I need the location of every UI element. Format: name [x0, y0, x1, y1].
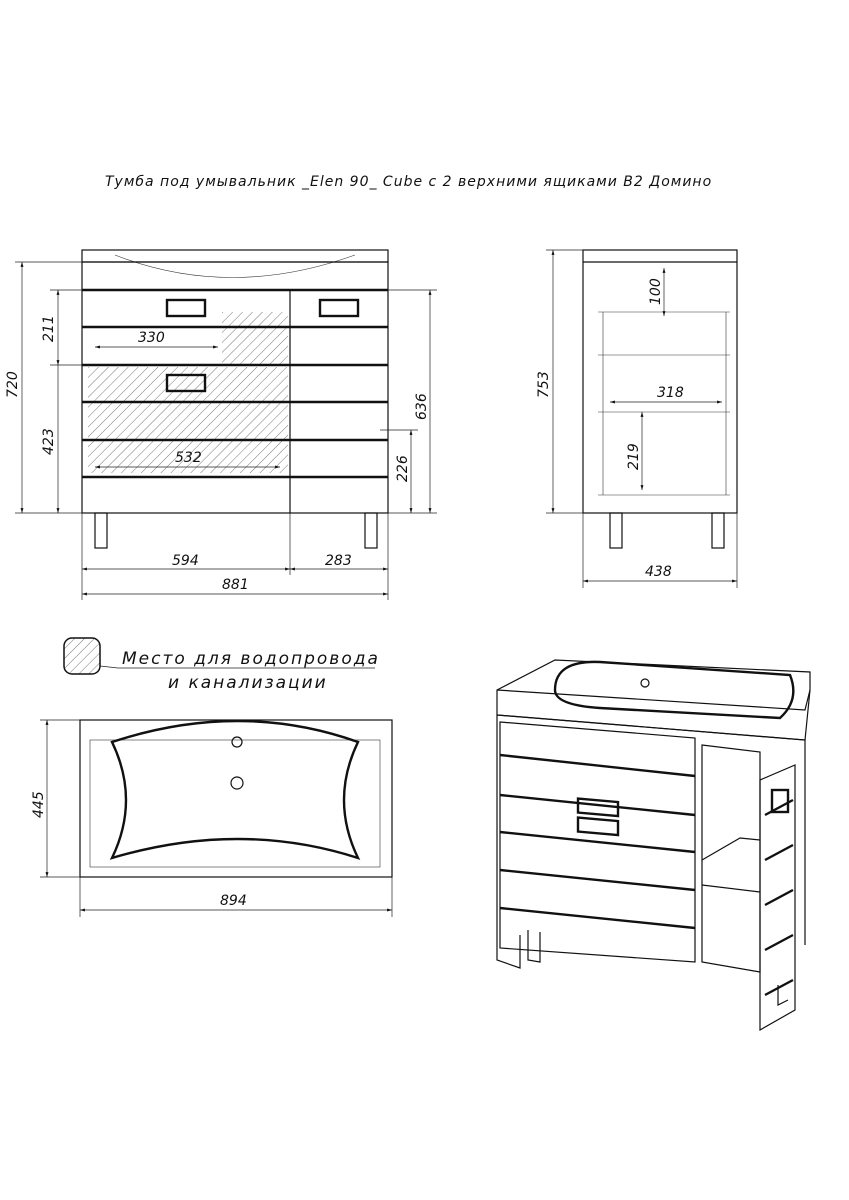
dim-330: 330 [138, 330, 165, 346]
drawer-handle [576, 797, 620, 818]
dim-211: 211 [41, 315, 57, 342]
drawer-handle [165, 298, 207, 318]
dim-753: 753 [536, 371, 552, 398]
front-view: 720 211 423 330 532 636 226 594 283 881 [5, 249, 437, 600]
dim-100: 100 [648, 278, 664, 305]
dim-445: 445 [31, 791, 47, 818]
leg [609, 512, 623, 549]
legend-line-1: Место для водопровода [122, 649, 380, 669]
door-handle [318, 298, 360, 318]
dim-532: 532 [175, 450, 202, 466]
top-view: 445 894 [31, 719, 393, 917]
legend: Место для водопровода и канализации [63, 637, 380, 693]
dim-438: 438 [645, 564, 672, 580]
drawer-handle [576, 816, 620, 837]
dim-720: 720 [5, 371, 21, 398]
leg [711, 512, 725, 549]
dim-894: 894 [220, 893, 247, 909]
dim-219: 219 [626, 443, 642, 470]
dim-226: 226 [395, 455, 411, 482]
dim-594: 594 [172, 553, 199, 569]
leg [364, 512, 378, 549]
dim-423: 423 [41, 428, 57, 455]
isometric-view [496, 659, 811, 1032]
leg [94, 512, 108, 549]
drawing-title: Тумба под умывальник _Elen 90_ Cube с 2 … [105, 174, 712, 190]
dim-881: 881 [222, 577, 249, 593]
dim-318: 318 [657, 385, 684, 401]
side-view: 753 100 318 219 438 [536, 249, 738, 588]
drawer-handle [165, 373, 207, 393]
door-handle [770, 788, 790, 814]
hatch-swatch-icon [63, 637, 101, 675]
dim-283: 283 [325, 553, 352, 569]
dim-636: 636 [414, 393, 430, 420]
legend-line-2: и канализации [168, 673, 328, 693]
